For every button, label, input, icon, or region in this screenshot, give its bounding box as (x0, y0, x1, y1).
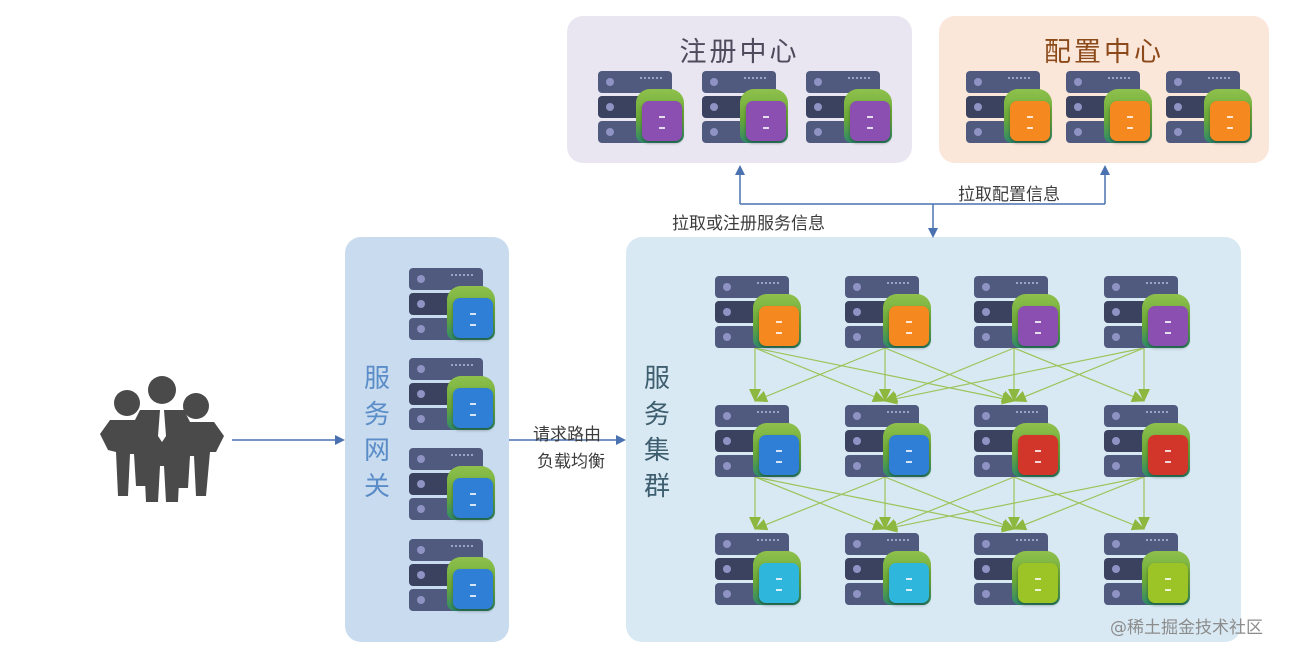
cluster-server (715, 405, 801, 477)
service-chip-icon (850, 101, 890, 141)
service-chip-icon (889, 563, 929, 603)
cluster-title-char: 群 (643, 472, 670, 502)
service-chip-icon (889, 306, 929, 346)
service-chip-icon (759, 563, 799, 603)
cluster-server (974, 405, 1060, 477)
service-chip-icon (1148, 563, 1188, 603)
load-balance-label: 负载均衡 (537, 452, 605, 472)
config-server (966, 71, 1052, 143)
pull-config-label: 拉取配置信息 (958, 185, 1060, 205)
service-chip-icon (453, 298, 493, 338)
pull-register-label: 拉取或注册服务信息 (672, 214, 825, 234)
gateway-server (409, 539, 495, 611)
gateway-server (409, 358, 495, 430)
cluster-title: 服 务 集 群 (640, 361, 674, 505)
registry-server (598, 71, 684, 143)
service-chip-icon (453, 388, 493, 428)
registry-server (806, 71, 892, 143)
route-label: 请求路由 (533, 425, 601, 445)
service-chip-icon (1148, 306, 1188, 346)
gateway-title-char: 关 (363, 472, 390, 502)
config-center-title: 配置中心 (1044, 37, 1164, 68)
watermark: @稀土掘金技术社区 (1110, 618, 1263, 638)
service-chip-icon (1110, 101, 1150, 141)
cluster-server (715, 276, 801, 348)
service-chip-icon (746, 101, 786, 141)
cluster-title-char: 集 (643, 436, 670, 466)
cluster-server (974, 533, 1060, 605)
cluster-title-char: 务 (643, 400, 670, 430)
cluster-server (1104, 533, 1190, 605)
cluster-title-char: 服 (643, 364, 670, 394)
service-chip-icon (1018, 563, 1058, 603)
cluster-server (845, 405, 931, 477)
gateway-server (409, 448, 495, 520)
server-rack-icon (974, 276, 1048, 348)
registry-center-title: 注册中心 (679, 37, 800, 68)
config-server (1066, 71, 1152, 143)
service-chip-icon (642, 101, 682, 141)
cluster-server (1104, 405, 1190, 477)
cluster-server (1104, 276, 1190, 348)
cluster-server (845, 276, 931, 348)
cluster-server (845, 533, 931, 605)
gateway-title: 服 务 网 关 (360, 361, 394, 505)
service-chip-icon (1148, 435, 1188, 475)
registry-server (702, 71, 788, 143)
people-group-icon (100, 376, 224, 502)
service-chip-icon (453, 569, 493, 609)
cluster-server (974, 276, 1060, 348)
service-chip-icon (1018, 306, 1058, 346)
cluster-server (715, 533, 801, 605)
service-chip-icon (1018, 435, 1058, 475)
service-chip-icon (1010, 101, 1050, 141)
gateway-title-char: 网 (363, 436, 390, 466)
service-chip-icon (759, 306, 799, 346)
service-chip-icon (1210, 101, 1250, 141)
service-chip-icon (759, 435, 799, 475)
config-server (1166, 71, 1252, 143)
gateway-server (409, 268, 495, 340)
gateway-title-char: 服 (363, 364, 390, 394)
gateway-title-char: 务 (363, 400, 390, 430)
service-chip-icon (889, 435, 929, 475)
service-chip-icon (453, 478, 493, 518)
